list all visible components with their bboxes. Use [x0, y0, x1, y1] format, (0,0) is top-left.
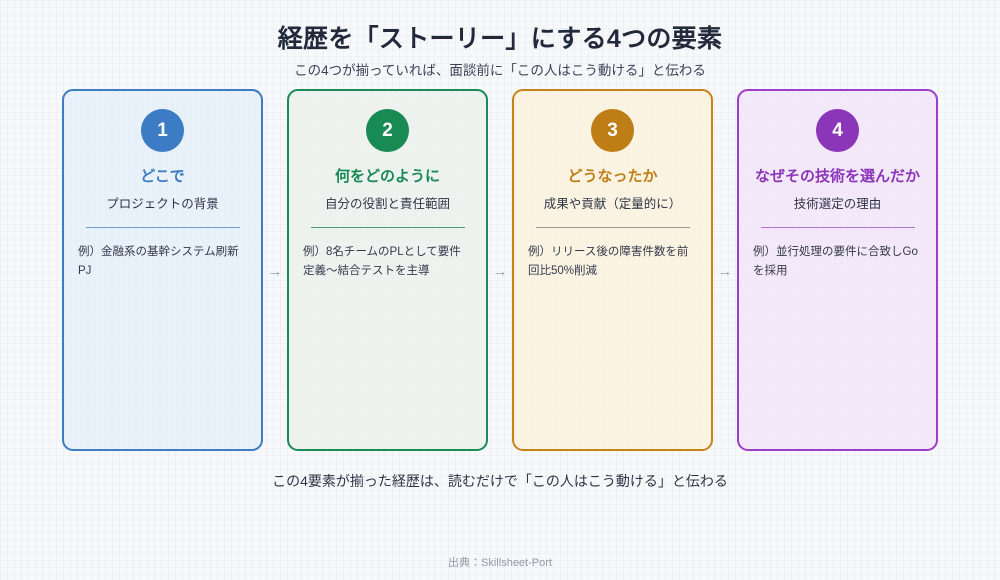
page-title: 経歴を「ストーリー」にする4つの要素: [277, 25, 723, 53]
card-subheading-4: 技術選定の理由: [793, 197, 882, 211]
step-number-badge-2: 2: [366, 109, 409, 152]
card-subheading-3: 成果や貢献（定量的に）: [543, 197, 682, 211]
page-subtitle: この4つが揃っていれば、面談前に「この人はこう動ける」と伝わる: [294, 63, 706, 79]
card-example-2: 例）8名チームのPLとして要件定義～結合テストを主導: [303, 245, 461, 278]
footer-caption: この4要素が揃った経歴は、読むだけで「この人はこう動ける」と伝わる: [272, 473, 728, 489]
header: 経歴を「ストーリー」にする4つの要素 この4つが揃っていれば、面談前に「この人は…: [0, 24, 1000, 80]
source-note: 出典：Skillsheet-Port: [448, 557, 552, 569]
card-divider-2: [310, 226, 465, 228]
card-subheading-2: 自分の役割と責任範囲: [324, 197, 450, 211]
step-number-badge-3: 3: [591, 109, 634, 152]
step-number-badge-1: 1: [141, 109, 184, 152]
card-heading-1: どこで: [140, 168, 185, 185]
arrow-connector-1: →: [263, 89, 287, 451]
card-heading-2: 何をどのように: [334, 168, 440, 185]
step-number-badge-4: 4: [816, 109, 859, 152]
element-card-3: 3 どうなったか 成果や貢献（定量的に） 例）リリース後の障害件数を前回比50%…: [512, 89, 713, 451]
element-card-4: 4 なぜその技術を選んだか 技術選定の理由 例）並行処理の要件に合致しGoを採用: [737, 89, 938, 451]
card-divider-3: [535, 226, 690, 228]
card-example-1: 例）金融系の基幹システム刷新PJ: [78, 245, 239, 278]
card-example-4: 例）並行処理の要件に合致しGoを採用: [753, 245, 918, 278]
arrow-right-icon: →: [492, 263, 508, 280]
card-example-3: 例）リリース後の障害件数を前回比50%削減: [528, 245, 689, 278]
card-divider-4: [760, 226, 915, 228]
card-divider-1: [85, 226, 240, 228]
element-card-2: 2 何をどのように 自分の役割と責任範囲 例）8名チームのPLとして要件定義～結…: [287, 89, 488, 451]
card-heading-3: どうなったか: [567, 168, 658, 185]
cards-row: 1 どこで プロジェクトの背景 例）金融系の基幹システム刷新PJ → 2 何をど…: [62, 89, 938, 451]
arrow-connector-2: →: [488, 89, 512, 451]
arrow-right-icon: →: [717, 263, 733, 280]
arrow-right-icon: →: [267, 263, 283, 280]
card-subheading-1: プロジェクトの背景: [106, 197, 219, 211]
card-heading-4: なぜその技術を選んだか: [754, 168, 920, 185]
arrow-connector-3: →: [713, 89, 737, 451]
element-card-1: 1 どこで プロジェクトの背景 例）金融系の基幹システム刷新PJ: [62, 89, 263, 451]
